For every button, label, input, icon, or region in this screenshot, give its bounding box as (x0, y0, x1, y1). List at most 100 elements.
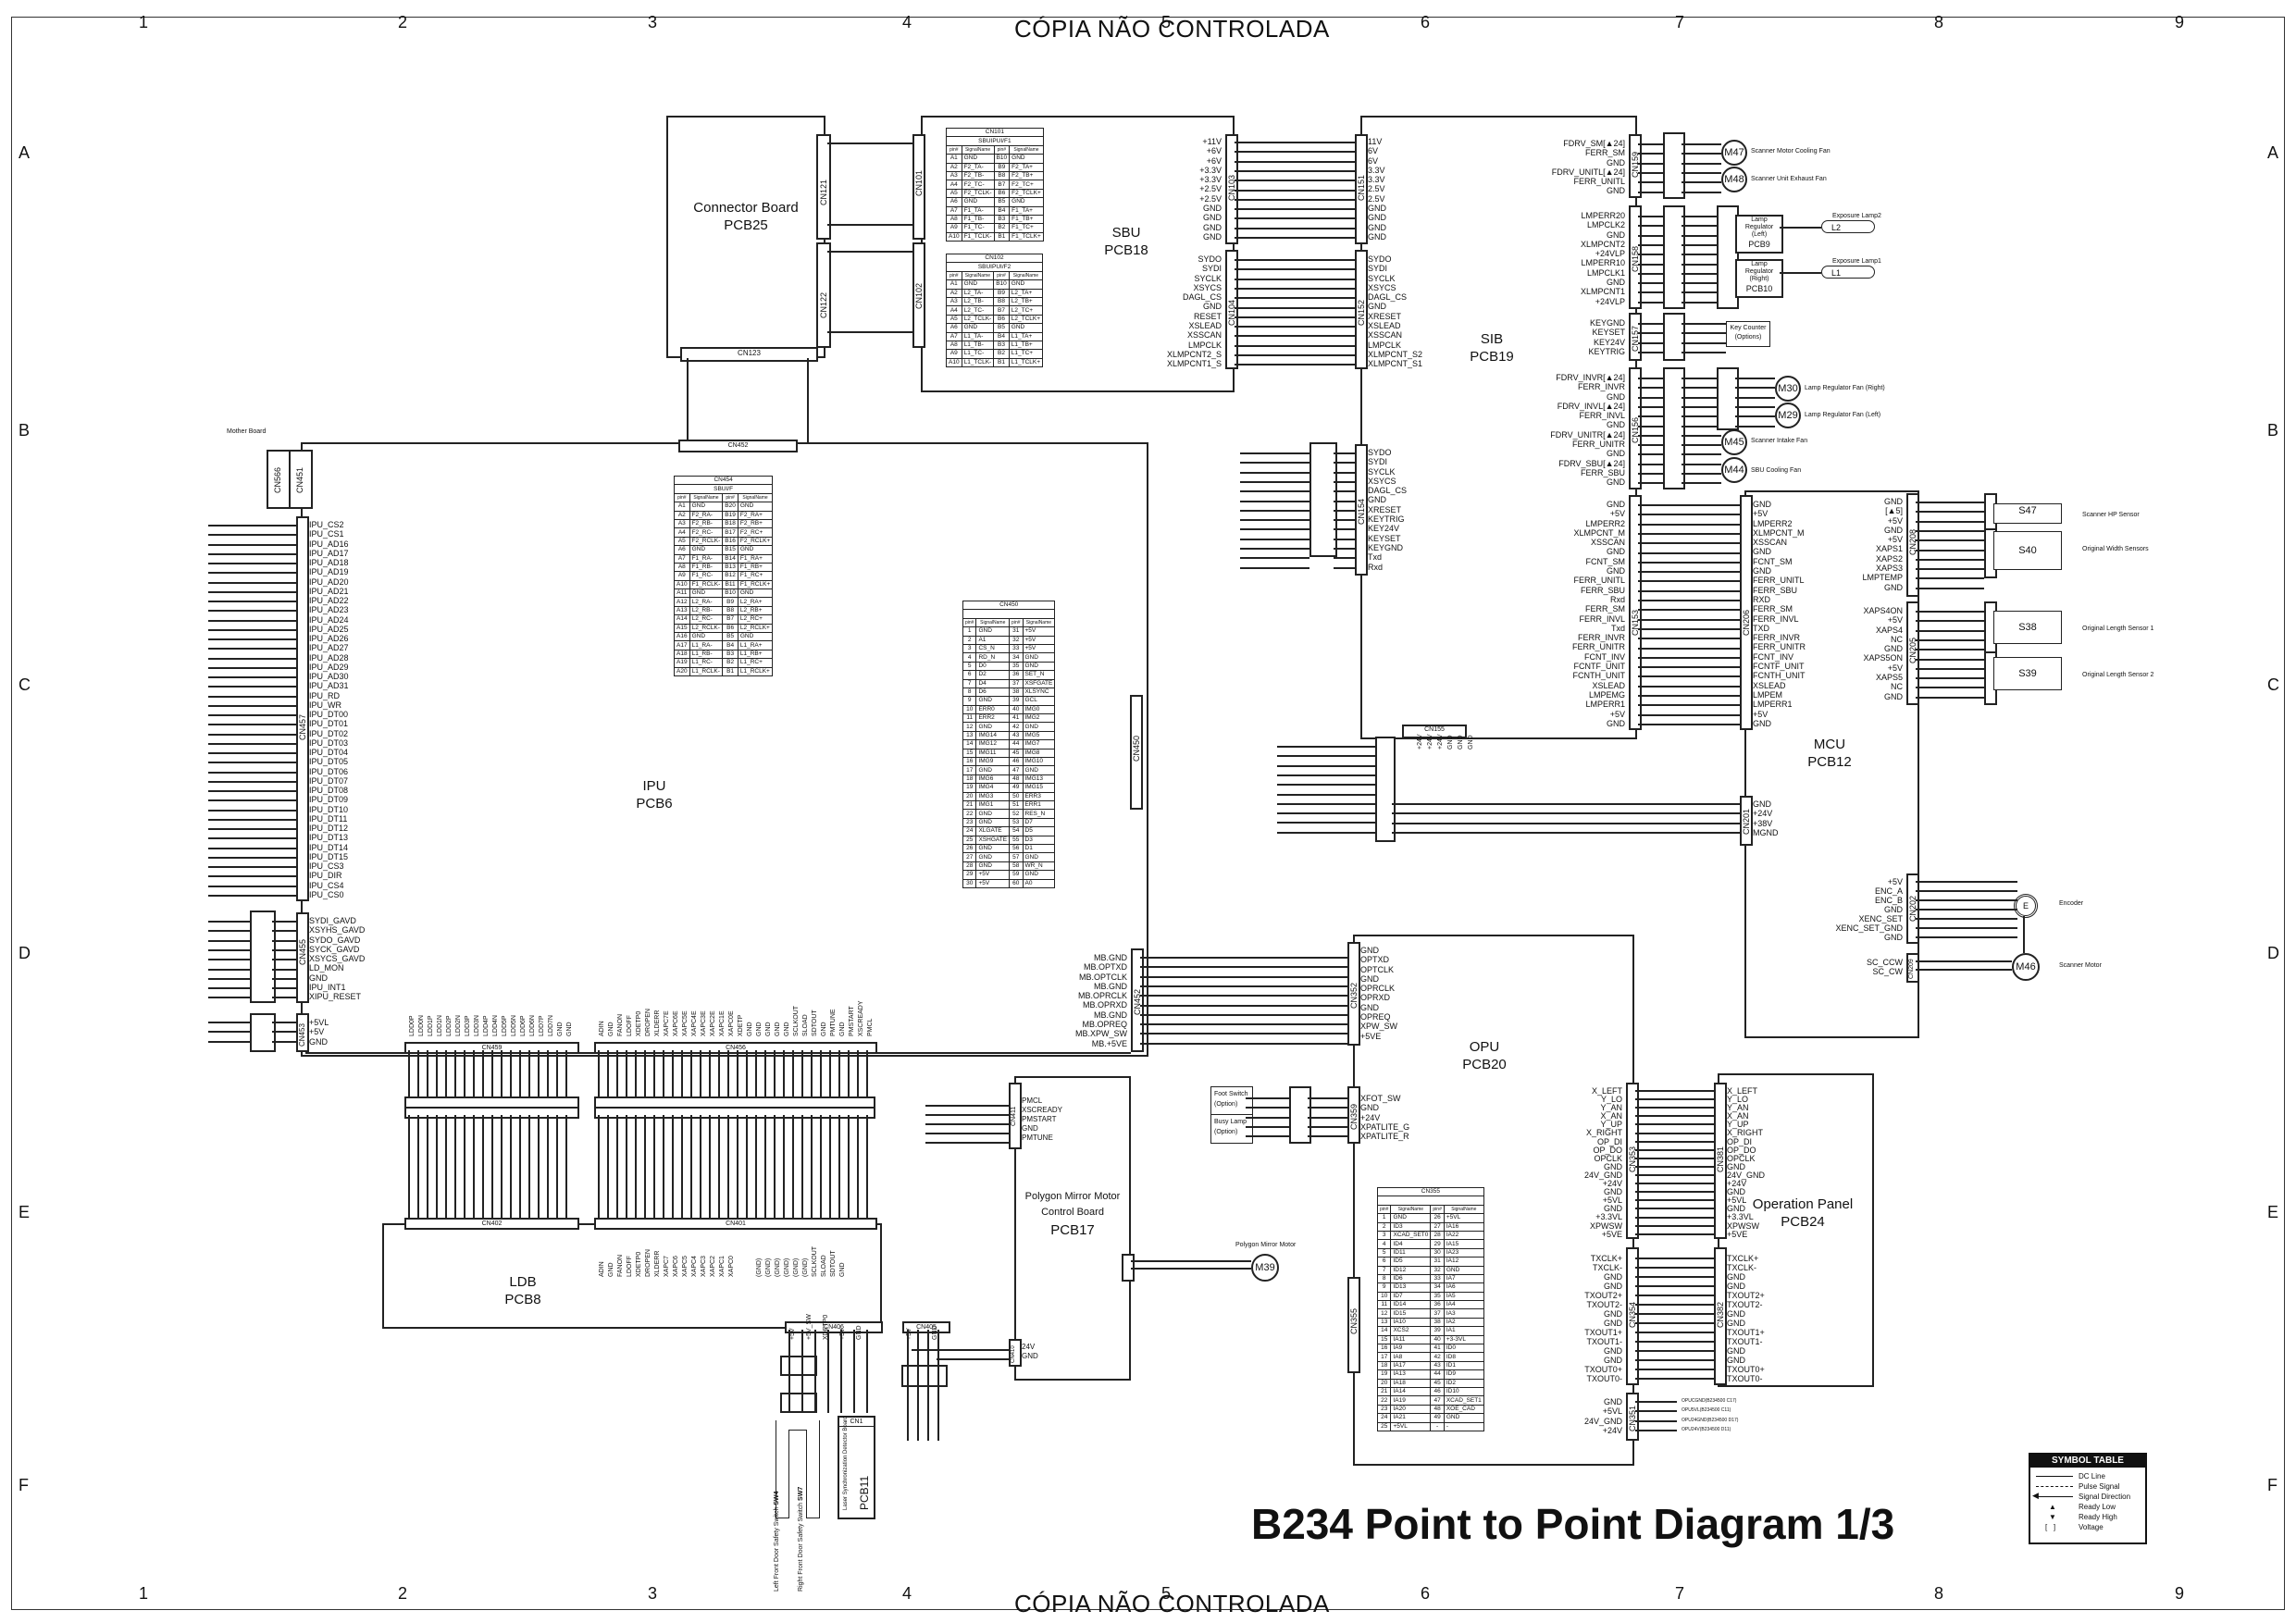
signal-label: 24V_GND (1727, 1170, 1766, 1180)
table-cell: F1_RCLK- (689, 579, 724, 590)
wire (1916, 667, 1984, 670)
wire (1638, 291, 1663, 294)
signal-label: +3.3V (1199, 165, 1222, 175)
board-name: SIB (1480, 331, 1504, 347)
signal-label: LDD5P (502, 1015, 508, 1036)
signal-label: (GND) (802, 1258, 809, 1277)
board-name: Laser Synchronization Detector Board (843, 1416, 849, 1510)
device-label: Key Counter (1730, 325, 1767, 331)
signal-label: FERR_UNITL (1573, 177, 1625, 187)
wire (1246, 1097, 1289, 1099)
table-cell: 8 (1376, 1273, 1392, 1284)
table-cell: 40 (1009, 704, 1024, 715)
signal-label: XAPS1 (1875, 544, 1903, 554)
signal-label: IPU_DT02 (309, 728, 349, 738)
wire (1916, 529, 1984, 532)
signal-label: GND (1753, 718, 1771, 728)
wire (1916, 638, 1984, 641)
table-cell: IMG5 (1022, 730, 1056, 741)
table-cell: 26 (962, 843, 977, 854)
signal-label: XLMPCNT1 (1580, 287, 1625, 297)
signal-label: +5V (1609, 709, 1625, 719)
wire (912, 1349, 1009, 1351)
wire (208, 939, 250, 942)
signal-label: TXCLK+ (1727, 1254, 1759, 1263)
table-cell: 53 (1009, 817, 1024, 828)
signal-label: IPU_CS3 (309, 861, 344, 871)
connector-cn154: CN154 (1355, 444, 1368, 576)
wire (208, 828, 296, 830)
signal-label: +5VE (1360, 1031, 1382, 1041)
wire (1635, 1285, 1714, 1287)
wire (1635, 1216, 1714, 1219)
signal-label: LMPCLK (1368, 340, 1402, 350)
wire (1638, 387, 1663, 390)
table-cell: RES_N (1022, 809, 1056, 819)
relay-connector (780, 1393, 817, 1413)
signal-label: +24V (1437, 734, 1444, 750)
table-cell: IMG13 (1022, 774, 1056, 785)
wire (208, 856, 296, 859)
table-cell: B4 (993, 205, 1011, 216)
table-cell: 35 (1009, 661, 1024, 672)
signal-label: IPU_AD24 (309, 614, 349, 625)
wire (1916, 502, 1984, 503)
wire (1277, 793, 1375, 796)
signal-label: XPWSW (1727, 1220, 1759, 1231)
board-id: PCB10 (1745, 284, 1773, 293)
table-cell: 24 (962, 826, 977, 836)
grid-row-D: D (2267, 944, 2279, 962)
signal-label: MB.OPRCLK (1077, 991, 1127, 1001)
table-cell: 5 (1376, 1247, 1392, 1258)
wire (827, 331, 912, 333)
signal-label: XSSCAN (1368, 330, 1403, 341)
table-cell: 58 (1009, 861, 1024, 872)
wire (408, 1115, 410, 1218)
table-cell: 48 (1009, 774, 1024, 785)
table-cell: B10 (722, 588, 738, 599)
wire (1635, 1107, 1714, 1109)
table-cell: 13 (962, 730, 977, 741)
connector-cn206: CN206 (1740, 495, 1753, 730)
wire (208, 525, 296, 527)
wire (272, 1022, 296, 1023)
wire (1638, 589, 1740, 592)
wire (792, 1050, 794, 1096)
table-cell: 37 (1009, 678, 1024, 688)
table-cell: GND (1022, 852, 1056, 862)
signal-label: FCNTH_UNIT (1753, 671, 1806, 681)
signal-label: IPU_DT11 (309, 813, 348, 824)
signal-label: NC (1891, 634, 1903, 644)
table-cell: ID14 (1390, 1300, 1432, 1310)
wire (208, 948, 250, 951)
table-cell: +5V (1022, 635, 1056, 645)
signal-label: FDRV_SM[▲24] (1563, 139, 1625, 148)
motor-m29: M29 (1775, 403, 1801, 428)
table-cell: A10 (674, 579, 690, 590)
table-cell: B7 (993, 305, 1010, 316)
wire (1682, 425, 1717, 427)
grid-row-E: E (2267, 1203, 2279, 1221)
signal-label: X_RIGHT (1585, 1128, 1622, 1138)
signal-label: TXOUT2- (1586, 1300, 1622, 1309)
connector-cn208: CN208 (1906, 493, 1919, 597)
table-cell: IMG12 (975, 739, 1011, 750)
signal-label: Y_UP (1727, 1120, 1749, 1130)
connector-cn209: CN209 (1906, 953, 1919, 983)
signal-label: LDD0P (409, 1015, 416, 1036)
signal-label: FERR_INVR (1753, 633, 1801, 643)
table-cell: B19 (722, 510, 738, 520)
grid-col-4: 4 (902, 1584, 912, 1603)
signal-label: XSLEAD (1592, 680, 1625, 690)
wire (1916, 881, 2017, 883)
signal-label: GND (747, 1022, 753, 1036)
signal-label: XDETP0 (636, 1251, 642, 1277)
connector-cn101: CN101 (912, 134, 925, 240)
table-cell: GND (1022, 765, 1056, 775)
table-cell: 18 (962, 774, 977, 785)
